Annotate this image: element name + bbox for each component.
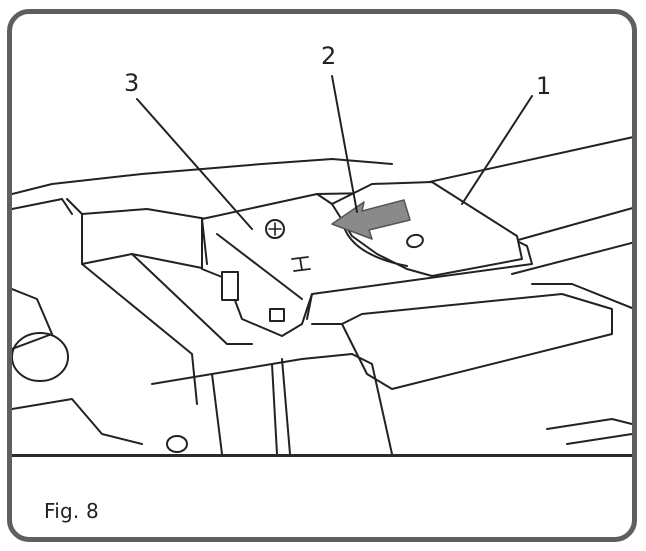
body-post-left (211, 373, 223, 454)
caption-strip: Fig. 8 (12, 454, 632, 537)
block-tab (221, 271, 239, 301)
body-post-right (351, 353, 393, 454)
body-ridge (151, 353, 353, 385)
housing-left-edge (12, 198, 73, 215)
lever-hinge-edge (316, 193, 333, 205)
housing-top-ledge (12, 158, 393, 195)
leader-line-1 (461, 95, 533, 205)
platform-right-edge (531, 283, 632, 310)
body-post-mid2 (281, 358, 291, 454)
rail-bottom-edge (511, 241, 632, 275)
direction-arrow-left (331, 199, 411, 240)
callout-1: 1 (536, 72, 552, 100)
bracket-outline (66, 198, 198, 405)
part-1-lever (331, 181, 523, 277)
lower-right-rail-2 (566, 433, 632, 445)
figure-caption: Fig. 8 (44, 499, 99, 523)
left-round-hole (12, 332, 69, 382)
platform-slot (341, 293, 613, 390)
callout-3: 3 (124, 69, 140, 97)
screw-slot (268, 222, 282, 236)
block-front-edge (216, 233, 303, 300)
leader-line-3 (136, 98, 253, 230)
lower-left-edge (12, 398, 143, 445)
bracket-inner-edge (131, 253, 253, 345)
lock-symbol-zero (406, 233, 424, 249)
technical-drawing (12, 75, 632, 454)
body-small-hole (166, 435, 188, 453)
block-left-face (201, 218, 208, 265)
bracket-top (81, 208, 208, 220)
block-front-corner (306, 293, 313, 320)
block-corner-tab (269, 308, 285, 322)
left-cutout (12, 288, 53, 350)
callout-2: 2 (321, 42, 337, 70)
open-symbol-i (291, 256, 311, 272)
leader-line-2 (331, 75, 358, 213)
figure-frame: 1 2 3 Fig. 8 (7, 9, 637, 542)
body-post-mid (271, 363, 278, 454)
lower-right-rail (546, 418, 632, 430)
